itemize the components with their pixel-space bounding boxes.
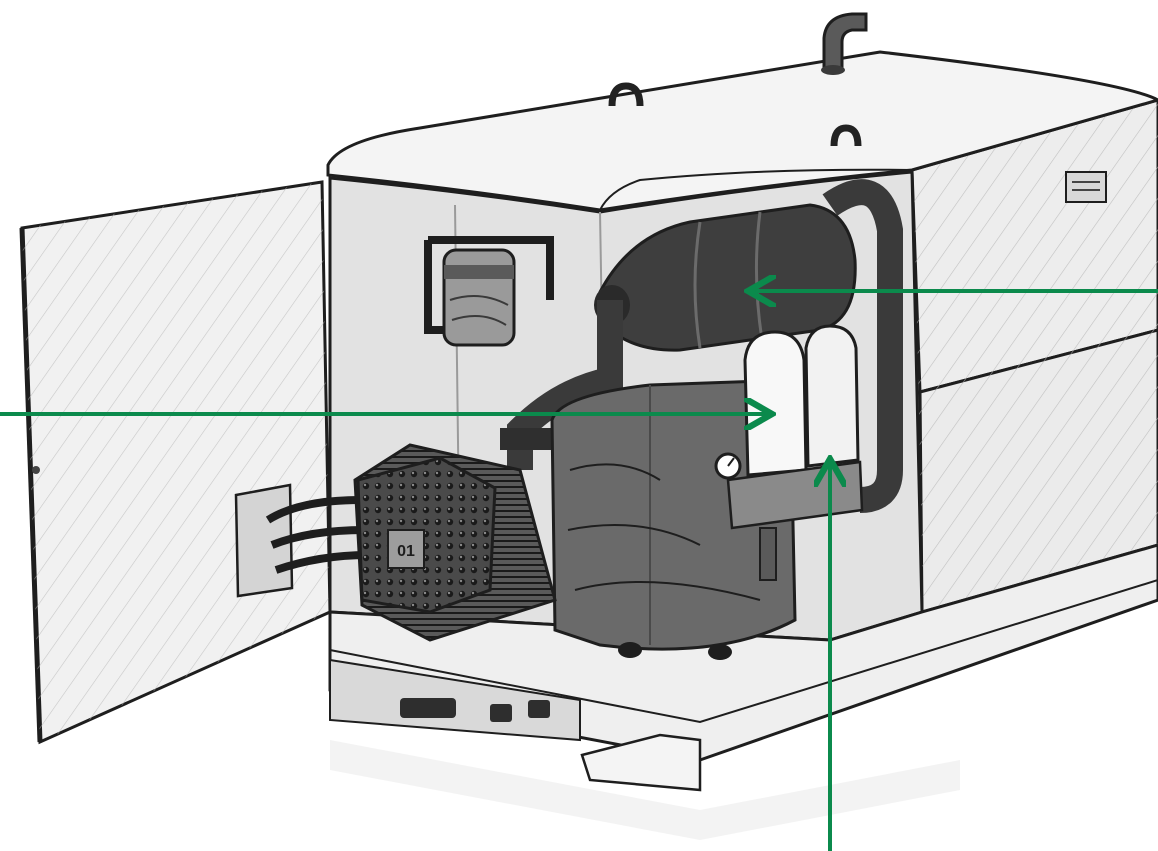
exhaust-stack (822, 12, 868, 72)
base-connector-main (400, 698, 456, 718)
flex-exhaust-hose (822, 179, 903, 513)
label-plate-icon (1065, 171, 1107, 203)
base-connector-a (490, 704, 512, 722)
lifting-eye-right (830, 124, 862, 147)
motor-badge-text: 01 (397, 543, 415, 560)
base-connector-b (528, 700, 550, 718)
separator-cartridge (804, 324, 860, 468)
electric-motor: 01 (353, 443, 557, 642)
oil-filter (424, 236, 554, 347)
door-latch (32, 466, 40, 474)
engine-muffler (594, 179, 903, 513)
roof-panel (326, 50, 1158, 212)
open-door-panel (19, 180, 332, 745)
callout-arrows (0, 291, 1158, 851)
lifting-eye-left (608, 82, 644, 107)
base-skid (328, 543, 1158, 792)
cable-gland-plate (234, 483, 369, 598)
floor-reflection (330, 740, 960, 840)
cabinet-body (326, 12, 1158, 614)
compressor-tank (550, 378, 797, 660)
filter-tank (743, 330, 808, 477)
motor-badge (387, 529, 425, 569)
